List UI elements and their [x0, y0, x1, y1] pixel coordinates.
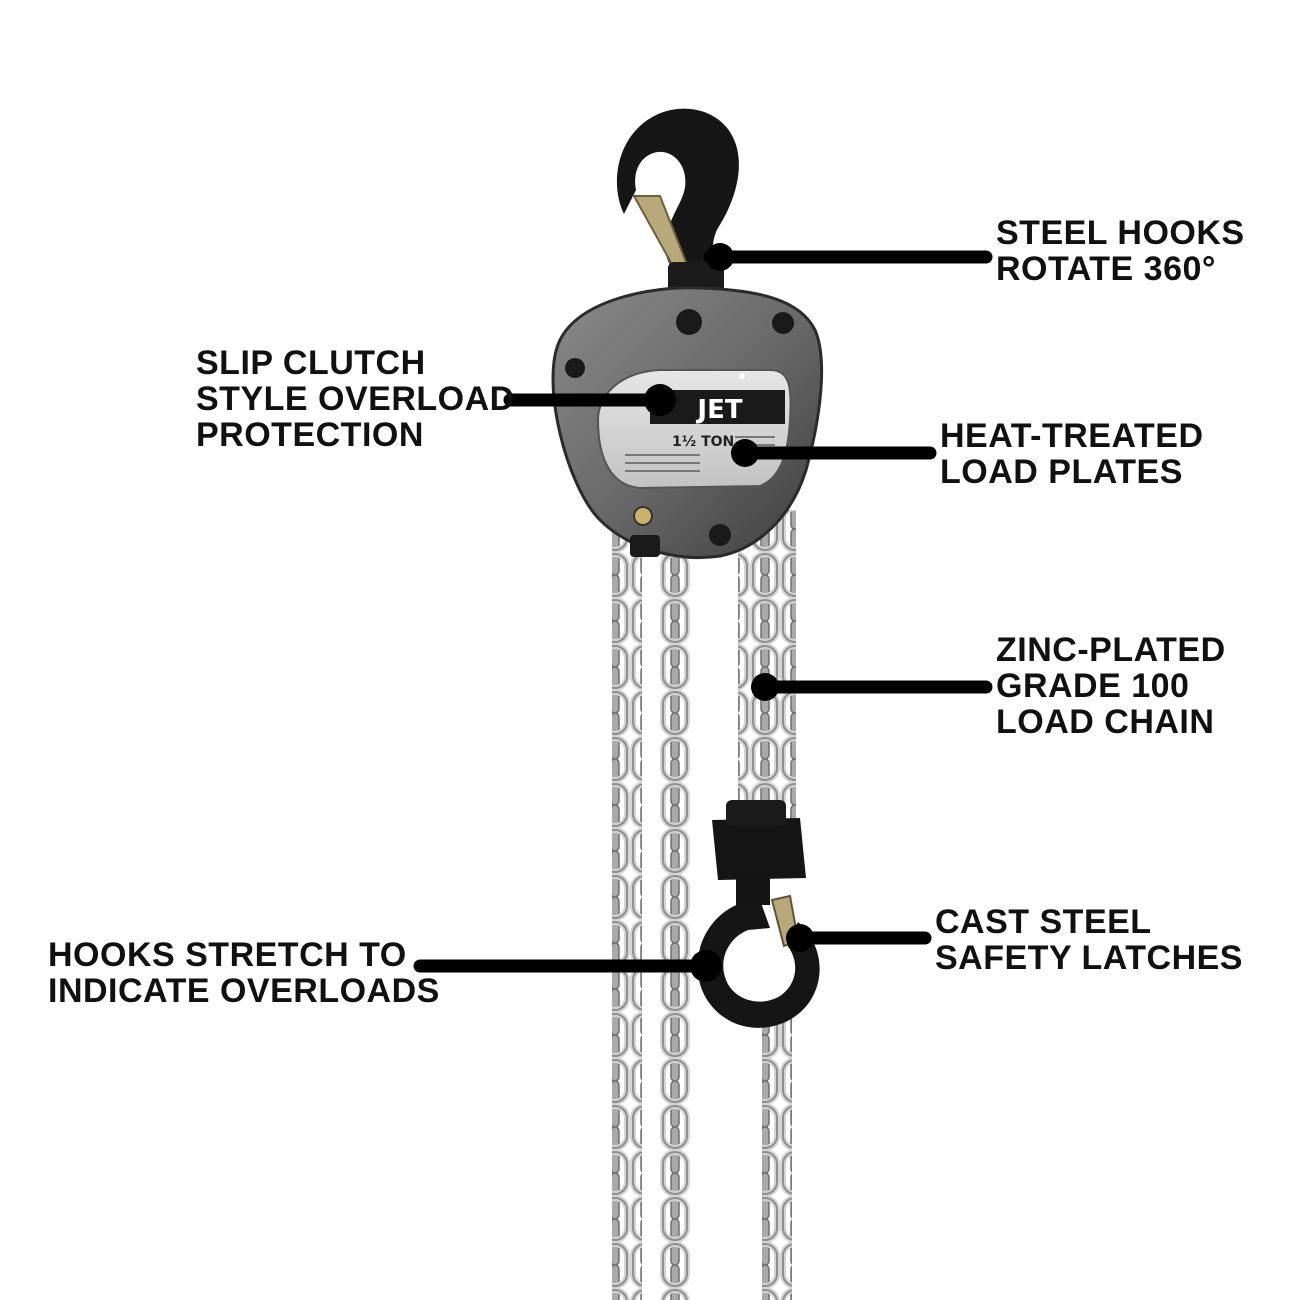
brand-logo: JET — [695, 395, 742, 425]
callout-line: SAFETY LATCHES — [935, 939, 1243, 977]
load-chain — [612, 530, 690, 1300]
callout-line: HOOKS STRETCH TO — [48, 936, 407, 974]
callout-slip-clutch: SLIP CLUTCH STYLE OVERLOAD PROTECTION — [196, 345, 515, 453]
nameplate: JET 1½ TON — [596, 369, 792, 490]
callout-line: CAST STEEL — [935, 903, 1152, 941]
leader-dots — [644, 243, 814, 982]
callout-line: GRADE 100 — [996, 667, 1190, 705]
callout-line: LOAD PLATES — [940, 453, 1183, 491]
bottom-block — [712, 800, 806, 905]
callout-steel-hooks: STEEL HOOKS ROTATE 360° — [996, 215, 1245, 287]
callout-load-chain: ZINC-PLATED GRADE 100 LOAD CHAIN — [996, 632, 1226, 740]
callout-line: SLIP CLUTCH — [196, 344, 426, 382]
callout-line: HEAT-TREATED — [940, 417, 1204, 455]
callout-line: INDICATE OVERLOADS — [48, 972, 440, 1010]
callout-line: LOAD CHAIN — [996, 703, 1215, 741]
callout-line: PROTECTION — [196, 416, 424, 454]
callout-line: ROTATE 360° — [996, 250, 1216, 288]
leader-lines — [413, 250, 993, 973]
callout-line: ZINC-PLATED — [996, 631, 1226, 669]
callout-line: STEEL HOOKS — [996, 214, 1245, 252]
callout-hooks-stretch: HOOKS STRETCH TO INDICATE OVERLOADS — [48, 937, 440, 1009]
callout-load-plates: HEAT-TREATED LOAD PLATES — [940, 418, 1204, 490]
capacity-label: 1½ TON — [672, 434, 734, 450]
callout-safety-latches: CAST STEEL SAFETY LATCHES — [935, 904, 1243, 976]
callout-line: STYLE OVERLOAD — [196, 380, 515, 418]
